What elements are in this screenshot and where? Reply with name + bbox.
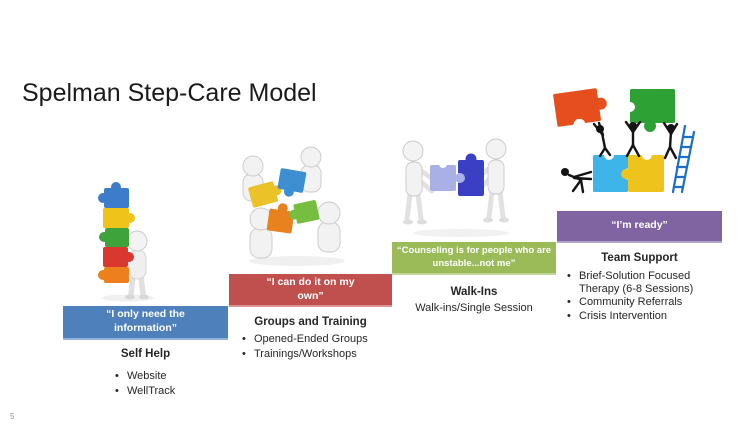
group-holding-puzzle-pieces-image [242, 146, 345, 266]
step1-list: Website WellTrack [113, 369, 228, 399]
step4-quote-text: “I’m ready” [611, 219, 668, 232]
list-item: Crisis Intervention [565, 310, 722, 323]
step1-heading: Self Help [120, 348, 171, 360]
team-assembling-puzzle-image [553, 88, 696, 194]
list-item: Website [113, 369, 228, 384]
step2-quote-text: “I can do it on my own” [266, 275, 355, 302]
list-item: Opened-Ended Groups [240, 332, 392, 347]
step2-heading: Groups and Training [254, 316, 367, 328]
step2-details: Groups and Training Opened-Ended Groups … [229, 316, 392, 362]
slide-title: Spelman Step-Care Model [22, 79, 317, 107]
page-number: 5 [10, 412, 15, 421]
step3-subtext: Walk-ins/Single Session [415, 302, 533, 314]
step3-quote-bar: “Counseling is for people who are unstab… [392, 242, 556, 275]
step3-heading: Walk-Ins [450, 286, 498, 298]
step2-quote-bar: “I can do it on my own” [229, 274, 392, 307]
pair-joining-puzzle-pieces-image [402, 138, 509, 237]
list-item: Brief-Solution Focused Therapy (6-8 Sess… [565, 270, 722, 296]
step1-quote-bar: “I only need the information” [63, 306, 228, 340]
step1-details: Self Help Website WellTrack [63, 348, 228, 399]
list-item: Community Referrals [565, 296, 722, 309]
list-item: WellTrack [113, 384, 228, 399]
list-item: Trainings/Workshops [240, 347, 392, 362]
step3-details: Walk-Ins Walk-ins/Single Session [392, 286, 556, 314]
person-stacking-puzzle-pieces-image [98, 182, 154, 302]
step4-list: Brief-Solution Focused Therapy (6-8 Sess… [565, 270, 722, 323]
step1-quote-text: “I only need the information” [106, 308, 185, 334]
step4-details: Team Support Brief-Solution Focused Ther… [557, 252, 722, 323]
step3-quote-text: “Counseling is for people who are unstab… [396, 245, 552, 269]
step2-list: Opened-Ended Groups Trainings/Workshops [240, 332, 392, 362]
step4-quote-bar: “I’m ready” [557, 211, 722, 243]
step4-heading: Team Support [601, 252, 678, 264]
